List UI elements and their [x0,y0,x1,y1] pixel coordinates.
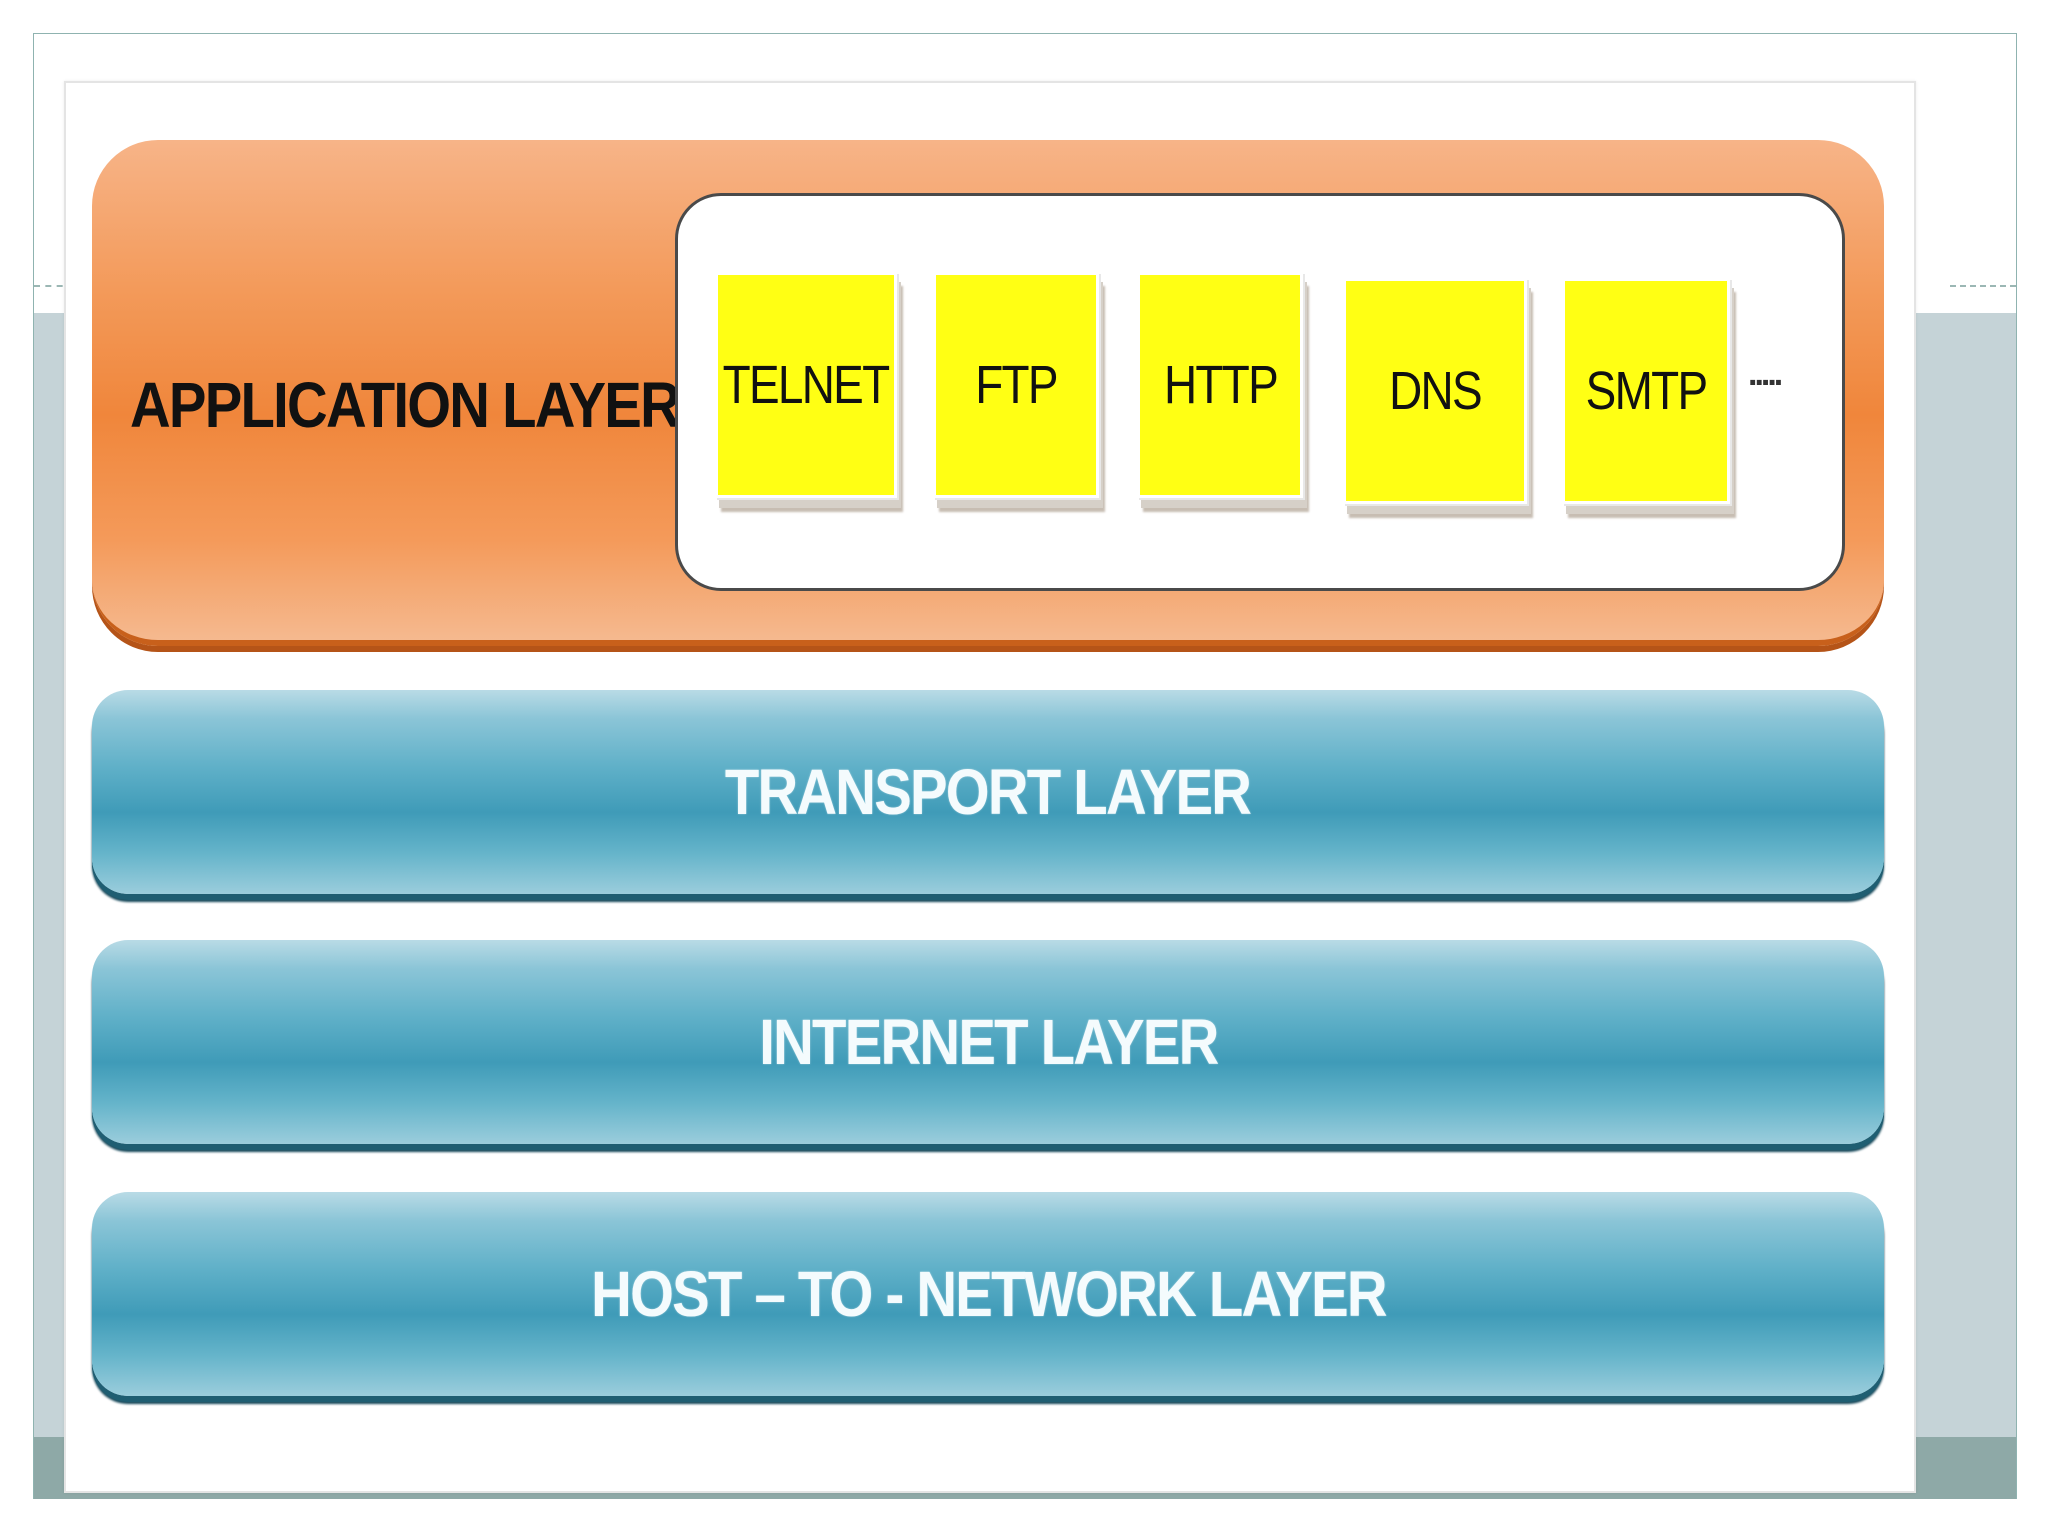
protocol-label: TELNET [723,355,890,415]
internet-layer-label: INTERNET LAYER [758,1006,1219,1078]
protocol-label: FTP [975,355,1058,415]
internet-layer-block: INTERNET LAYER [92,940,1884,1144]
host-to-network-layer-block: HOST – TO - NETWORK LAYER [92,1192,1884,1396]
protocol-label: HTTP [1163,355,1278,415]
more-protocols-ellipsis: ..... [1748,355,1783,393]
protocol-label: DNS [1389,361,1483,421]
protocol-label: SMTP [1585,361,1708,421]
transport-layer-label: TRANSPORT LAYER [725,756,1252,828]
application-layer-label: APPLICATION LAYER [130,369,681,441]
transport-layer-block: TRANSPORT LAYER [92,690,1884,894]
protocol-box-smtp: SMTP [1562,278,1730,504]
protocol-box-telnet: TELNET [715,272,897,498]
host-to-network-layer-label: HOST – TO - NETWORK LAYER [590,1258,1387,1330]
dashed-divider-right [1950,285,2016,287]
dashed-divider-left [34,285,74,287]
protocol-box-ftp: FTP [933,272,1099,498]
protocol-box-dns: DNS [1343,278,1527,504]
protocol-box-http: HTTP [1137,272,1303,498]
